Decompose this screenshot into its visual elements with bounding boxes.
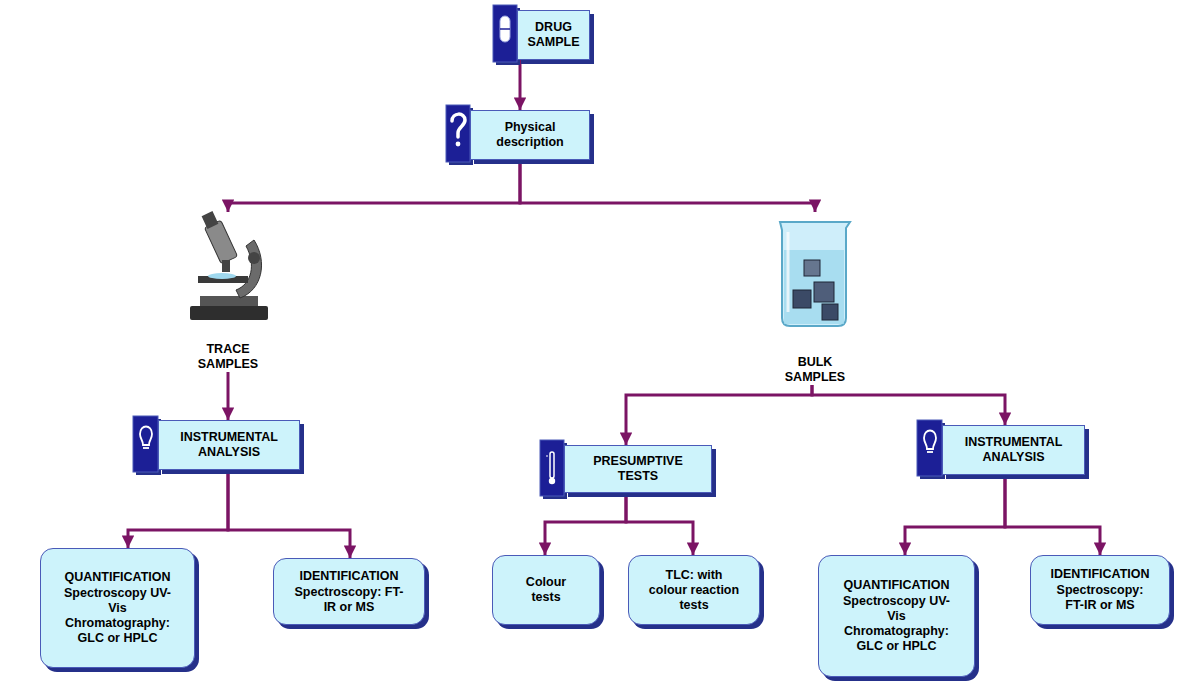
dropper-icon	[540, 440, 567, 499]
node-label: PRESUMPTIVE TESTS	[579, 454, 697, 484]
dropper-tick	[546, 456, 548, 457]
lightbulb-icon	[917, 420, 945, 479]
flow-arrow	[228, 160, 520, 212]
method-box: INSTRUMENTAL ANALYSIS	[942, 425, 1085, 475]
node-label: QUANTIFICATION	[843, 578, 949, 593]
beaker-illustration	[780, 222, 850, 326]
sample-cube	[814, 282, 834, 302]
sample-cube	[822, 304, 838, 320]
technique-box: QUANTIFICATIONSpectroscopy UV-Vis Chroma…	[818, 555, 975, 677]
sample-cube	[793, 290, 811, 308]
lightbulb-shape	[924, 431, 936, 450]
microscope-eyepiece	[202, 211, 219, 229]
flow-arrow	[545, 493, 626, 555]
technique-box: IDENTIFICATIONSpectroscopy: FT-IR or MS	[1030, 555, 1170, 625]
icon-strip	[540, 440, 564, 496]
node-body-text: Spectroscopy: FT-IR or MS	[1049, 583, 1151, 613]
dropper-tube	[550, 452, 554, 478]
node-label: IDENTIFICATION	[299, 569, 398, 584]
capsule-shape	[500, 16, 510, 42]
microscope-knob	[248, 252, 260, 264]
flow-arrow	[905, 475, 1005, 555]
microscope-foot	[200, 296, 258, 306]
node-label: INSTRUMENTAL ANALYSIS	[957, 435, 1070, 465]
beaker-glass	[780, 222, 850, 326]
microscope-base	[190, 306, 268, 320]
flow-arrow	[812, 385, 1005, 425]
node-label: TLC: with colour reaction tests	[647, 568, 741, 613]
flow-arrow	[520, 160, 815, 212]
method-box: INSTRUMENTAL ANALYSIS	[158, 420, 300, 470]
sample-type-node: TRACE SAMPLES	[178, 212, 278, 372]
flow-arrow	[519, 60, 522, 110]
method-box: PRESUMPTIVE TESTS	[564, 445, 712, 493]
capsule-icon	[493, 5, 520, 65]
question-mark-shape	[452, 114, 465, 137]
flow-arrow	[128, 470, 228, 548]
node-body-text: Spectroscopy UV-Vis Chromatography: GLC …	[837, 594, 956, 654]
node-label: DRUG SAMPLE	[524, 20, 583, 50]
process-box: Physical description	[470, 110, 590, 160]
lightbulb-shape	[140, 427, 152, 446]
question-icon	[446, 105, 473, 165]
node-label: TRACE SAMPLES	[186, 342, 270, 372]
microscope-slide	[208, 273, 236, 279]
lightbulb-base	[927, 451, 933, 453]
technique-box: Colour tests	[492, 555, 600, 625]
icon-strip	[133, 416, 158, 472]
dropper-bulb	[549, 478, 555, 484]
node-label: Colour tests	[511, 575, 581, 605]
icon-strip	[493, 5, 517, 62]
sample-type-node: BULK SAMPLES	[768, 212, 862, 385]
capsule-seam	[500, 28, 510, 30]
lightbulb-base	[143, 447, 149, 449]
node-label: Physical description	[477, 120, 583, 150]
question-mark-dot	[456, 142, 461, 147]
technique-box: IDENTIFICATIONSpectroscopy: FT-IR or MS	[273, 558, 425, 625]
node-label: IDENTIFICATION	[1050, 567, 1149, 582]
flow-arrow	[227, 372, 230, 420]
technique-box: QUANTIFICATIONSpectroscopy UV-Vis Chroma…	[40, 548, 195, 668]
icon-strip	[917, 420, 942, 476]
microscope-objective	[222, 260, 230, 272]
flow-arrow	[626, 385, 812, 445]
node-body-text: Spectroscopy UV-Vis Chromatography: GLC …	[59, 586, 176, 646]
beaker-liquid	[784, 250, 844, 324]
start-box: DRUG SAMPLE	[517, 10, 590, 60]
icon-strip	[446, 105, 470, 162]
node-body-text: Spectroscopy: FT-IR or MS	[292, 585, 406, 615]
microscope-arm	[236, 240, 262, 298]
technique-box: TLC: with colour reaction tests	[628, 555, 760, 625]
flow-arrow	[228, 470, 350, 558]
flow-arrow	[626, 493, 693, 555]
node-label: BULK SAMPLES	[776, 355, 854, 385]
flow-arrow	[1005, 475, 1100, 555]
sample-cube	[804, 260, 820, 276]
beaker-highlight	[787, 232, 790, 312]
node-label: INSTRUMENTAL ANALYSIS	[173, 430, 285, 460]
node-label: QUANTIFICATION	[64, 570, 170, 585]
microscope-illustration	[190, 211, 268, 320]
lightbulb-icon	[133, 416, 161, 475]
